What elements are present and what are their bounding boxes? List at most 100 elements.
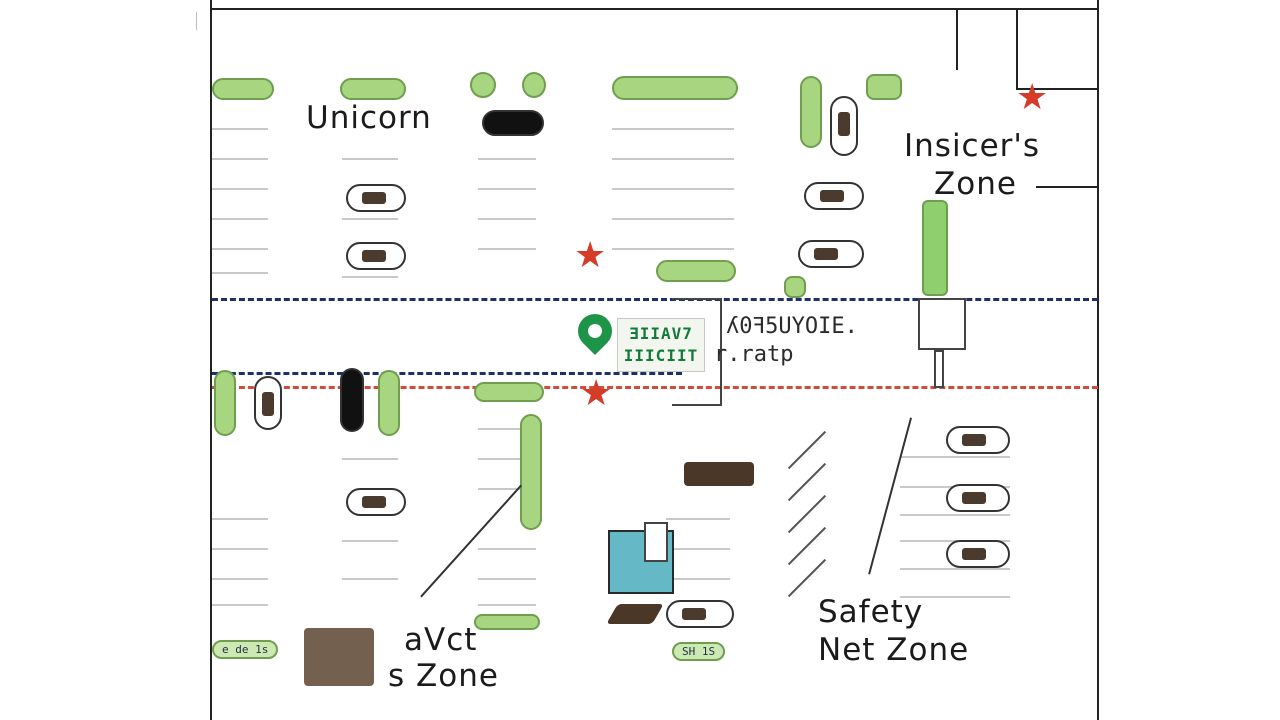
red-dashed-lane	[212, 386, 1098, 389]
green-island	[612, 76, 738, 100]
center-sign-line2: IIICIIT	[623, 346, 699, 365]
map-border-top	[210, 8, 1099, 10]
structure-line	[1016, 10, 1018, 90]
vehicle-cluster	[684, 462, 754, 486]
center-sign: ƎIIAV7 IIICIIT	[617, 318, 705, 372]
parking-stripe	[478, 248, 536, 250]
car-icon	[946, 540, 1010, 568]
hatch-mark	[787, 558, 827, 598]
green-island	[212, 78, 274, 100]
leader-line	[868, 417, 912, 575]
car-icon	[254, 376, 282, 430]
structure-line	[956, 10, 958, 70]
parking-stripe	[342, 540, 398, 542]
green-island	[800, 76, 822, 148]
vehicle-cluster	[606, 604, 664, 624]
car-icon	[346, 488, 406, 516]
structure-line	[1036, 186, 1098, 188]
tag-bottom: SH 1S	[672, 642, 726, 661]
car-icon	[666, 600, 734, 628]
structure-post	[934, 350, 944, 388]
zone-label-unicorn: Unicorn	[306, 100, 432, 136]
parking-stripe	[342, 276, 398, 278]
map-border-right	[1097, 0, 1099, 720]
star-icon[interactable]: ★	[580, 373, 613, 414]
leader-line	[420, 484, 522, 598]
green-island	[378, 370, 400, 436]
car-icon	[346, 184, 406, 212]
parking-stripe	[212, 578, 268, 580]
green-island	[784, 276, 806, 298]
parking-stripe	[666, 548, 730, 550]
hatch-mark	[787, 430, 827, 470]
hatch-mark	[787, 462, 827, 502]
sign-frame	[672, 298, 722, 406]
tag-left: e de 1s	[212, 640, 279, 659]
parking-stripe	[478, 578, 536, 580]
parking-stripe	[212, 218, 268, 220]
blue-dashed-lane	[212, 298, 1098, 301]
green-island	[522, 72, 546, 98]
parking-stripe	[612, 218, 734, 220]
parking-stripe	[212, 548, 268, 550]
parking-stripe	[612, 158, 734, 160]
parking-stripe	[612, 248, 734, 250]
car-icon	[798, 240, 864, 268]
parking-stripe	[612, 128, 734, 130]
parking-stripe	[478, 428, 536, 430]
parking-stripe	[900, 514, 1010, 516]
car-icon	[482, 110, 544, 136]
parking-stripe	[342, 158, 398, 160]
parking-stripe	[212, 128, 268, 130]
center-sign-line1: ƎIIAV7	[629, 324, 693, 343]
hatch-mark	[787, 526, 827, 566]
parking-stripe	[212, 158, 268, 160]
structure-post	[644, 522, 668, 562]
parking-stripe	[666, 518, 730, 520]
map-border-left	[210, 0, 212, 720]
parking-stripe	[478, 458, 536, 460]
parking-stripe	[342, 458, 398, 460]
zone-label-safety: Safety	[818, 594, 924, 630]
parking-stripe	[212, 604, 268, 606]
car-icon	[340, 368, 364, 432]
structure-line	[1016, 88, 1098, 90]
green-island	[656, 260, 736, 282]
street-label-line2: r.ratp	[714, 342, 794, 367]
parking-stripe	[478, 218, 536, 220]
parking-stripe	[212, 188, 268, 190]
zone-label-safety-net-zone: Net Zone	[818, 632, 970, 668]
car-icon	[346, 242, 406, 270]
star-icon[interactable]: ★	[1016, 77, 1049, 118]
parking-stripe	[478, 488, 536, 490]
parking-stripe	[212, 248, 268, 250]
vehicle-cluster	[304, 628, 374, 686]
location-pin-dot	[588, 324, 602, 338]
green-island	[866, 74, 902, 100]
green-island	[470, 72, 496, 98]
green-island	[340, 78, 406, 100]
car-icon	[804, 182, 864, 210]
car-icon	[946, 484, 1010, 512]
parking-stripe	[666, 578, 730, 580]
blue-dashed-lane	[212, 372, 682, 375]
car-icon	[830, 96, 858, 156]
zone-label-avct: aVct	[404, 622, 478, 658]
zone-label-avct-zone: s Zone	[388, 658, 499, 694]
street-label-line1: ʎ0ꟻ5UYOIE.	[726, 314, 858, 339]
parking-stripe	[478, 188, 536, 190]
parking-stripe	[900, 596, 1010, 598]
edge-mark	[196, 12, 197, 30]
parking-stripe	[342, 578, 398, 580]
zone-label-insicers-zone: Zone	[934, 166, 1017, 202]
parking-stripe	[612, 188, 734, 190]
zone-label-insicers: Insicer's	[904, 128, 1041, 164]
parking-stripe	[212, 518, 268, 520]
green-island	[214, 370, 236, 436]
star-icon[interactable]: ★	[574, 235, 607, 276]
parking-stripe	[478, 604, 536, 606]
hatch-mark	[787, 494, 827, 534]
structure-post	[918, 298, 966, 350]
parking-stripe	[212, 272, 268, 274]
